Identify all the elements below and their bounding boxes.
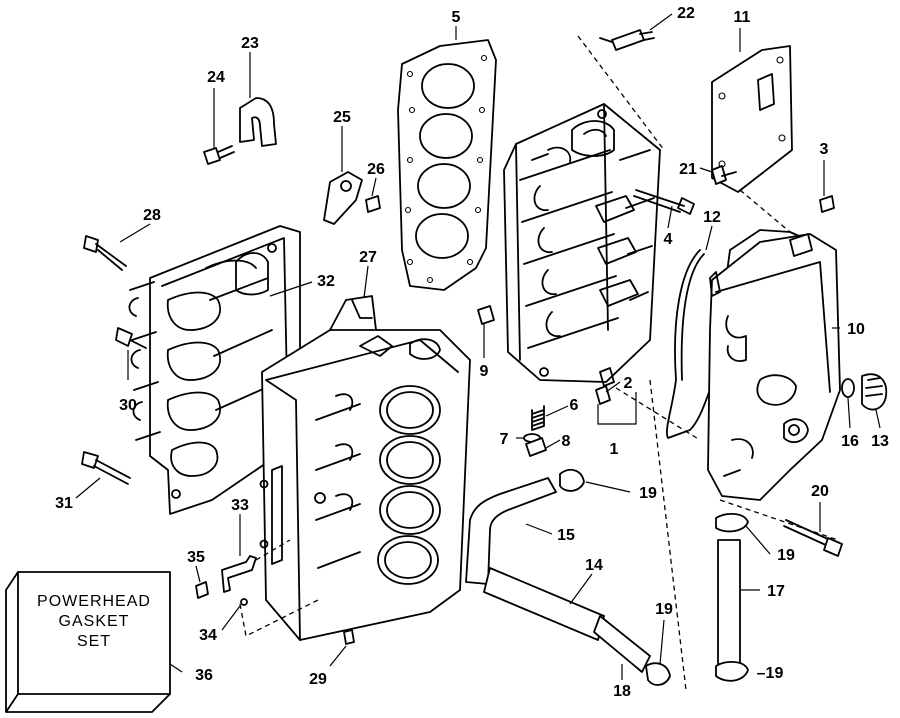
part-hose-17 [717,539,741,665]
part-clamp-19d [715,661,749,682]
part-bolt-20 [783,519,843,557]
callout-21: 21 [679,161,697,178]
part-oring-16 [841,378,855,398]
callout-24: 24 [207,69,225,86]
callout-15: 15 [557,527,575,544]
part-clamp-19c [645,662,671,686]
callout-34: 34 [199,627,217,644]
gasket-set-box: POWERHEAD GASKET SET [5,571,171,713]
part-washer-34 [240,598,248,606]
callout-9: 9 [480,363,489,380]
callout-31: 31 [55,495,73,512]
part-tube-18 [593,615,651,673]
part-clip-23 [239,97,277,147]
part-bolt-30 [115,327,147,349]
callout-1: 1 [610,441,619,458]
callout-19a: 19 [639,485,657,502]
leader-lines [75,13,881,680]
part-fitting-2 [595,385,611,405]
callout-26: 26 [367,161,385,178]
callout-32: 32 [317,273,335,290]
part-bolt-4 [633,189,695,215]
part-hose-15 [465,477,557,585]
part-plug-9 [477,305,495,325]
callout-7: 7 [500,431,509,448]
callout-25: 25 [333,109,351,126]
callout-4: 4 [664,231,673,248]
callout-29: 29 [309,671,327,688]
bracket-line-1 [597,392,637,425]
part-cover-plate [711,45,793,193]
dashed-line-cover [739,189,791,233]
callout-8: 8 [562,433,571,450]
dashed-line-sensor [577,35,665,151]
callout-36: 36 [195,667,213,684]
callout-27: 27 [359,249,377,266]
part-temperature-sensor [599,29,655,51]
part-dowel-29 [343,629,355,645]
callout-19d: –19 [757,665,784,682]
callout-35: 35 [187,549,205,566]
callout-23: 23 [241,35,259,52]
part-bolt-31 [81,451,131,485]
gasket-box-line2: GASKET [59,613,130,630]
callout-22: 22 [677,5,695,22]
part-cylinder-head [503,103,661,387]
gasket-box-line3: SET [77,633,111,650]
callout-12: 12 [703,209,721,226]
gasket-box-line1: POWERHEAD [37,593,151,610]
part-bracket-33 [221,555,257,593]
dashed-line-hose [615,379,839,691]
part-head-gasket [397,39,497,291]
part-cap-13 [861,373,888,411]
part-hose-14 [483,567,605,641]
callout-30: 30 [119,397,137,414]
callout-17: 17 [767,583,785,600]
callout-numbers: 5 22 11 23 24 25 26 3 21 4 12 28 27 32 1… [55,5,889,700]
part-spring-6 [531,405,545,431]
callout-2: 2 [624,375,633,392]
dashed-line-bracket [239,539,319,637]
callout-16: 16 [841,433,859,450]
callout-5: 5 [452,9,461,26]
part-screw-21 [711,165,737,185]
part-cylinder-block [259,295,471,641]
part-bolt-28 [83,235,127,271]
callout-14: 14 [585,557,603,574]
part-clamp-19b [715,513,749,533]
callout-18: 18 [613,683,631,700]
part-screw-26 [365,195,381,213]
callout-19b: 19 [777,547,795,564]
part-valve-8 [525,437,547,457]
callout-3: 3 [820,141,829,158]
part-head-cover [707,233,841,501]
part-clamp-19a [559,468,585,492]
callout-20: 20 [811,483,829,500]
callout-11: 11 [734,9,751,26]
callout-28: 28 [143,207,161,224]
part-screw-24 [203,145,235,165]
callout-19c: 19 [655,601,673,618]
callout-10: 10 [847,321,865,338]
callout-33: 33 [231,497,249,514]
part-screw-35 [195,581,209,599]
callout-13: 13 [871,433,889,450]
callout-6: 6 [570,397,579,414]
part-plug-3 [819,195,835,213]
part-bracket-25 [323,171,363,225]
